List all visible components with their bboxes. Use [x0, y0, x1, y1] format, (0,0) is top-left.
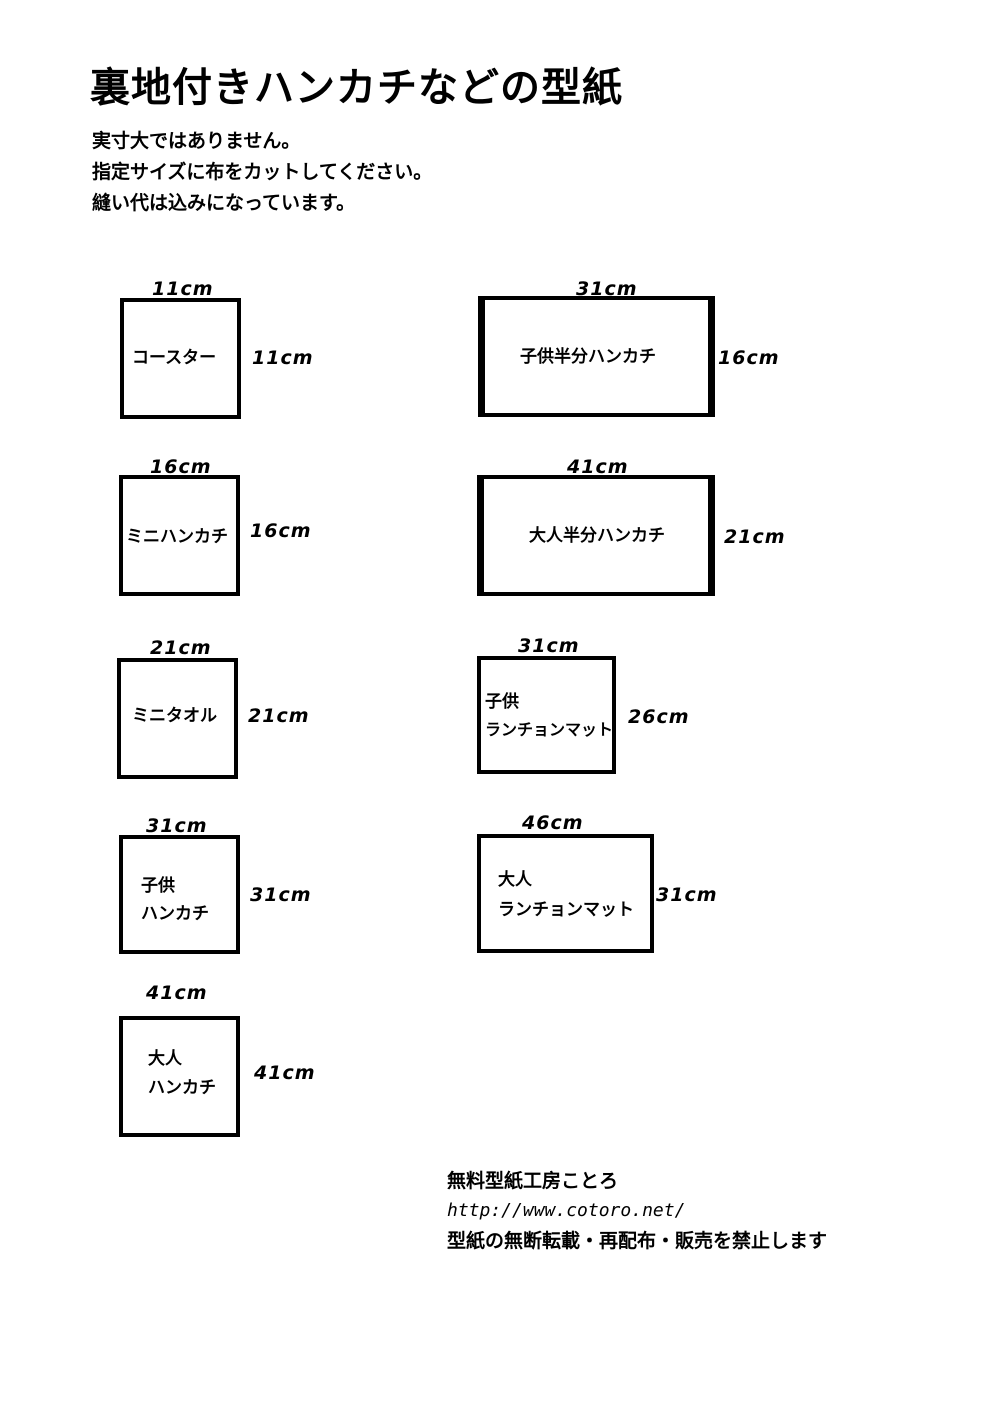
kids-half-handkerchief-label: 子供半分ハンカチ [520, 347, 656, 367]
adult-half-handkerchief-height: 21cm [724, 526, 786, 548]
mini-handkerchief-pattern [119, 475, 240, 596]
adult-lunch-mat-pattern [477, 834, 654, 953]
adult-half-handkerchief-label: 大人半分ハンカチ [529, 526, 665, 546]
instruction-line: 指定サイズに布をカットしてください。 [92, 161, 433, 183]
coaster-height: 11cm [252, 347, 314, 369]
adult-lunch-mat-label-line1: 大人 [498, 870, 532, 890]
mini-towel-pattern [117, 658, 238, 779]
kids-half-handkerchief-width: 31cm [576, 278, 638, 300]
instruction-line: 実寸大ではありません。 [92, 130, 301, 152]
mini-handkerchief-label: ミニハンカチ [126, 527, 228, 547]
kids-lunch-mat-label-line1: 子供 [485, 692, 519, 712]
adult-handkerchief-width: 41cm [146, 982, 208, 1004]
instruction-line: 縫い代は込みになっています。 [92, 192, 356, 214]
kids-lunch-mat-label-line2: ランチョンマット [485, 720, 614, 739]
kids-handkerchief-width: 31cm [146, 815, 208, 837]
adult-lunch-mat-label-line2: ランチョンマット [498, 900, 634, 920]
coaster-pattern [120, 298, 241, 419]
kids-half-handkerchief-pattern [478, 296, 715, 417]
website-link[interactable]: http://www.cotoro.net/ [447, 1200, 686, 1221]
kids-lunch-mat-width: 31cm [518, 635, 580, 657]
adult-half-handkerchief-pattern [477, 475, 715, 596]
copyright-notice: 型紙の無断転載・再配布・販売を禁止します [447, 1230, 828, 1252]
kids-lunch-mat-height: 26cm [628, 706, 690, 728]
adult-lunch-mat-width: 46cm [522, 812, 584, 834]
footer: 無料型紙工房ことろ http://www.cotoro.net/ 型紙の無断転載… [447, 1166, 827, 1256]
studio-name: 無料型紙工房ことろ [447, 1170, 619, 1192]
mini-handkerchief-height: 16cm [250, 520, 312, 542]
kids-handkerchief-pattern [119, 835, 240, 954]
adult-handkerchief-label-line2: ハンカチ [148, 1078, 216, 1098]
adult-handkerchief-pattern [119, 1016, 240, 1137]
mini-towel-width: 21cm [150, 637, 212, 659]
adult-half-handkerchief-width: 41cm [567, 456, 629, 478]
mini-towel-height: 21cm [248, 705, 310, 727]
kids-handkerchief-label-line1: 子供 [141, 876, 175, 896]
coaster-width: 11cm [152, 278, 214, 300]
adult-handkerchief-label-line1: 大人 [148, 1049, 182, 1069]
mini-handkerchief-width: 16cm [150, 456, 212, 478]
adult-lunch-mat-height: 31cm [656, 884, 718, 906]
adult-handkerchief-height: 41cm [254, 1062, 316, 1084]
page-title: 裏地付きハンカチなどの型紙 [90, 65, 623, 111]
instructions: 実寸大ではありません。 指定サイズに布をカットしてください。 縫い代は込みになっ… [92, 126, 432, 219]
kids-half-handkerchief-height: 16cm [718, 347, 780, 369]
kids-handkerchief-height: 31cm [250, 884, 312, 906]
kids-lunch-mat-pattern [477, 656, 616, 774]
coaster-label: コースター [132, 348, 217, 368]
mini-towel-label: ミニタオル [132, 706, 217, 726]
kids-handkerchief-label-line2: ハンカチ [141, 904, 209, 924]
